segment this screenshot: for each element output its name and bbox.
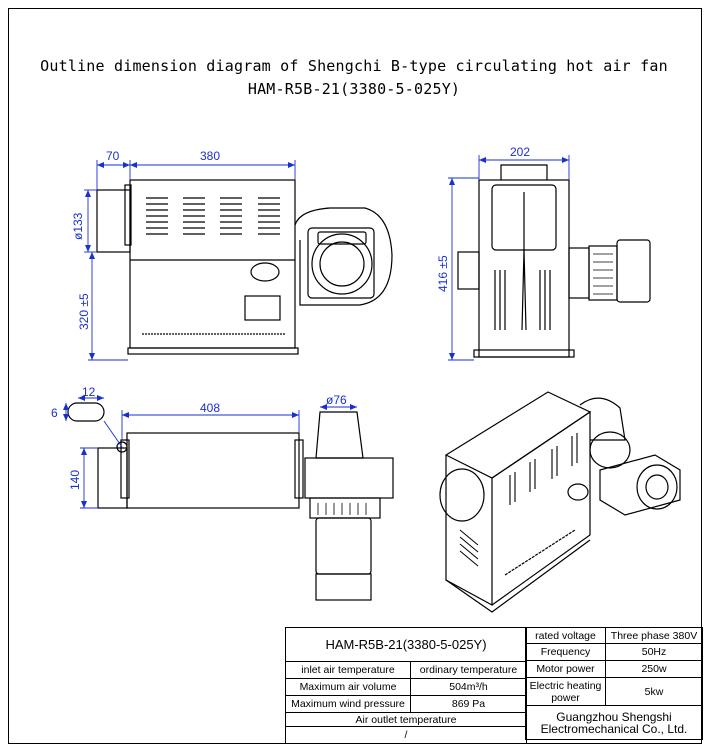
isometric-view — [439, 391, 681, 613]
outlet-temp-value: / — [285, 726, 527, 744]
diagram-title: Outline dimension diagram of Shengchi B-… — [40, 57, 668, 75]
max-wind-pressure-label: Maximum wind pressure — [285, 695, 411, 713]
spec-table-left: HAM-R5B-21(3380-5-025Y) inlet air temper… — [285, 627, 527, 744]
top-view — [67, 402, 394, 601]
motor-power-value: 250w — [605, 660, 703, 678]
outlet-diameter-label: ø76 — [326, 393, 347, 407]
heating-power-value: 5kw — [605, 677, 703, 706]
frequency-label: Frequency — [525, 643, 606, 661]
motor-power-label: Motor power — [525, 660, 606, 678]
top-length-label: 408 — [200, 401, 220, 415]
side-height-label: 416 ±5 — [436, 255, 450, 292]
front-height-label: 320 ±5 — [77, 293, 91, 330]
front-dimensions — [84, 160, 296, 361]
inlet-temp-label: inlet air temperature — [285, 661, 411, 679]
rated-voltage-label: rated voltage — [525, 627, 606, 644]
inlet-temp-value: ordinary temperature — [410, 661, 527, 679]
company-name: Guangzhou Shengshi Electromechanical Co.… — [525, 705, 703, 740]
inlet-diameter-label: ø133 — [71, 212, 85, 240]
model-cell: HAM-R5B-21(3380-5-025Y) — [285, 627, 527, 662]
rated-voltage-value: Three phase 380V — [605, 627, 703, 644]
heating-power-label: Electric heating power — [525, 677, 606, 706]
slot-width-label: 6 — [51, 406, 58, 420]
drawing-frame — [8, 8, 702, 744]
max-wind-pressure-value: 869 Pa — [410, 695, 527, 713]
slot-length-label: 12 — [82, 385, 96, 399]
frequency-value: 50Hz — [605, 643, 703, 661]
spec-table-right: rated voltage Three phase 380V Frequency… — [525, 627, 703, 740]
side-dimensions — [448, 155, 570, 361]
side-view — [457, 164, 651, 358]
max-air-volume-value: 504m³/h — [410, 678, 527, 696]
top-dimensions — [63, 395, 357, 509]
max-air-volume-label: Maximum air volume — [285, 678, 411, 696]
front-view — [96, 179, 393, 355]
front-width-label: 70 — [106, 149, 120, 163]
outlet-temp-label: Air outlet temperature — [285, 712, 527, 727]
model-subtitle: HAM-R5B-21(3380-5-025Y) — [247, 80, 461, 98]
top-depth-label: 140 — [68, 470, 82, 490]
side-width-label: 202 — [510, 145, 530, 159]
front-length-label: 380 — [200, 149, 220, 163]
